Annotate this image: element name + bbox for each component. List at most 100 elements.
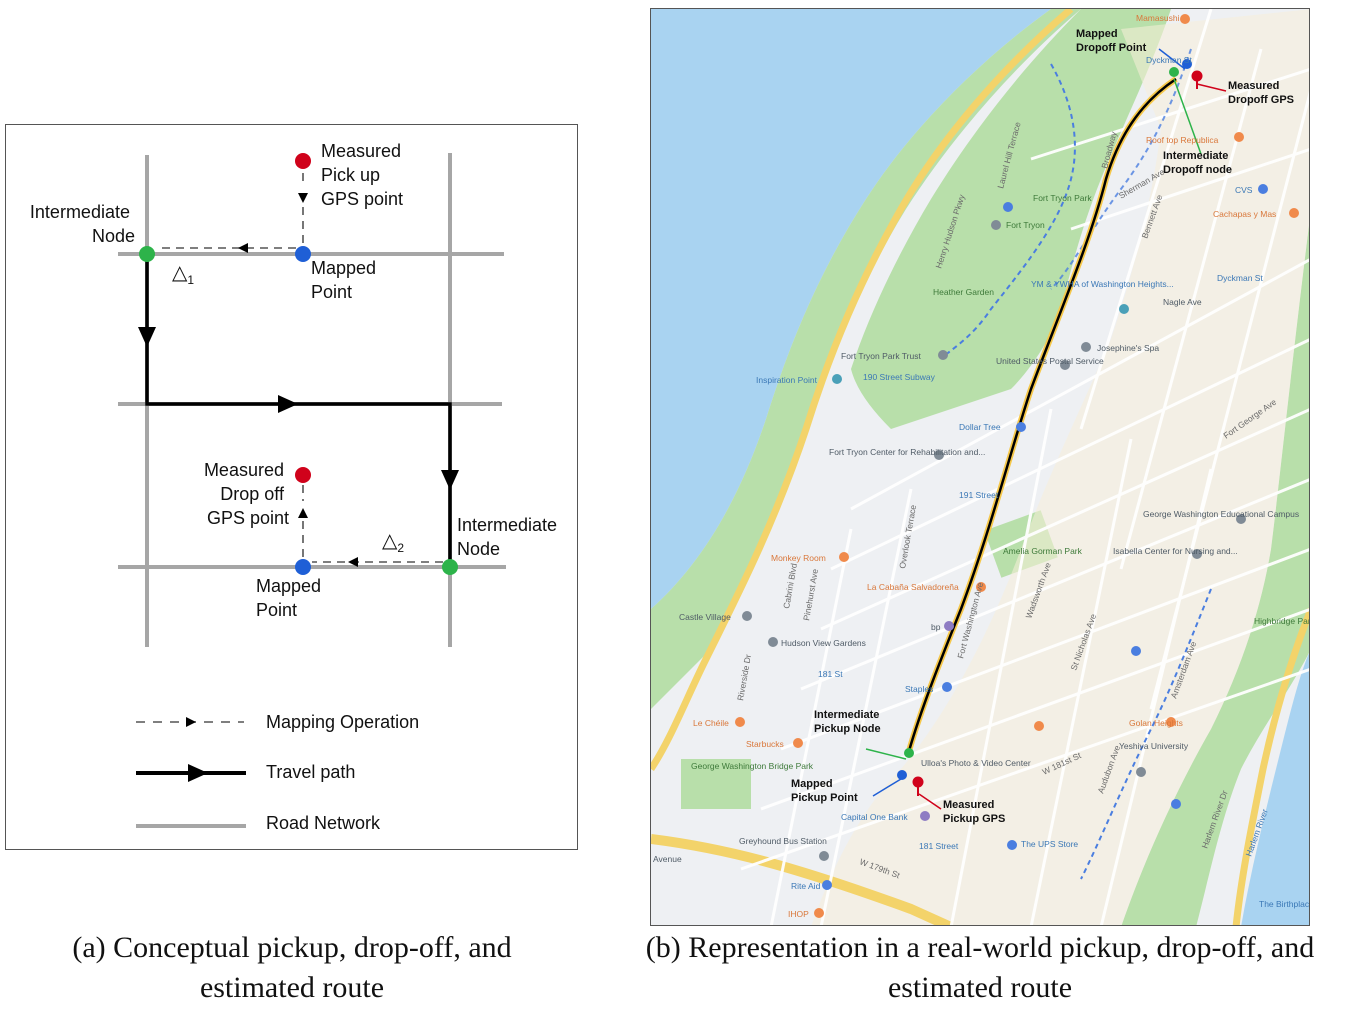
restaurant-icon: [839, 552, 849, 562]
gw-bridge-park: [681, 759, 751, 809]
intermediate-pickup-annotation: Intermediate Pickup Node: [814, 709, 882, 735]
mapping-arrowhead-pickup-left: [238, 243, 248, 253]
caption-b-line-2: estimated route: [887, 971, 1073, 1004]
mapped-dropoff-annotation: Mapped Dropoff Point: [1076, 28, 1147, 54]
shopping-icon: [1007, 840, 1017, 850]
mapping-operations: [158, 173, 443, 563]
route-annotations: Mapped Dropoff Point Measured Dropoff GP…: [791, 28, 1294, 825]
measured-dropoff-annotation: Measured Dropoff GPS: [1228, 80, 1294, 106]
place-label: 190 Street Subway: [863, 372, 936, 382]
place-label: 181 Street: [919, 841, 959, 851]
place-label: George Washington Educational Campus: [1143, 509, 1299, 519]
location-icon: [1119, 304, 1129, 314]
riverside-park-strip: [651, 9, 1081, 709]
place-label: Mamasushi: [1136, 13, 1180, 23]
fort-tryon-park: [851, 9, 1171, 429]
location-icon: [768, 637, 778, 647]
map-measured-pickup-pin: [912, 776, 924, 796]
intermediate-node-2-label: Intermediate Node: [457, 515, 562, 559]
highbridge-park: [1121, 225, 1309, 925]
legend-road-label: Road Network: [266, 813, 381, 833]
restaurant-icon: [1180, 14, 1190, 24]
poi-icons: [735, 14, 1299, 918]
mapped-pickup-point: [295, 246, 311, 262]
location-icon: [991, 220, 1001, 230]
restaurant-icon: [814, 908, 824, 918]
estimated-route: [907, 77, 1177, 752]
legend: Mapping Operation Travel path Road Netwo…: [136, 712, 419, 833]
place-label: Cachapas y Mas: [1213, 209, 1276, 219]
mapping-arrowhead-dropoff-up: [298, 508, 308, 518]
map-svg: Mamasushi Dyckman St Roof top Republica …: [651, 9, 1310, 925]
legend-travel-label: Travel path: [266, 762, 355, 782]
intermediate-node-1-label: Intermediate Node: [30, 202, 135, 246]
place-label: IHOP: [788, 909, 809, 919]
place-label: Dollar Tree: [959, 422, 1001, 432]
place-label: Amelia Gorman Park: [1003, 546, 1083, 556]
place-label: Yeshiva University: [1119, 741, 1189, 751]
gas-icon: [944, 621, 954, 631]
place-label: Le Chéile: [693, 718, 729, 728]
place-label: Fort Tryon Center for Rehabilitation and…: [829, 447, 985, 457]
legend-travel-arrow: [188, 764, 208, 782]
transit-icon: [1131, 646, 1141, 656]
place-label: Ulloa's Photo & Video Center: [921, 758, 1031, 768]
location-icon: [1236, 514, 1246, 524]
park-icon: [1003, 202, 1013, 212]
caption-a-line-1: (a) Conceptual pickup, drop-off, and: [72, 931, 512, 964]
place-label: Fort Tryon Park: [1033, 193, 1092, 203]
restaurant-icon: [1034, 721, 1044, 731]
place-label: Isabella Center for Nursing and...: [1113, 546, 1238, 556]
restaurant-icon: [735, 717, 745, 727]
mapped-pickup-annotation: Mapped Pickup Point: [791, 778, 858, 804]
place-label: Castle Village: [679, 612, 731, 622]
location-icon: [1136, 767, 1146, 777]
place-label: Inspiration Point: [756, 375, 818, 385]
place-label: Fort Tryon: [1006, 220, 1045, 230]
location-icon: [1081, 342, 1091, 352]
bank-icon: [920, 811, 930, 821]
place-label: Starbucks: [746, 739, 784, 749]
place-label: La Cabaña Salvadoreña: [867, 582, 959, 592]
place-label: Roof top Republica: [1146, 135, 1219, 145]
restaurant-icon: [1234, 132, 1244, 142]
place-label: Avenue: [653, 854, 682, 864]
delta-1-label: △1: [172, 262, 194, 287]
map-intermediate-pickup-node: [904, 748, 914, 758]
travel-path: [145, 254, 452, 567]
place-label: Dyckman St: [1146, 55, 1192, 65]
place-label: Josephine's Spa: [1097, 343, 1159, 353]
place-label: YM & YWHA of Washington Heights...: [1031, 279, 1174, 289]
place-label: Heather Garden: [933, 287, 994, 297]
place-label: The UPS Store: [1021, 839, 1078, 849]
restaurant-icon: [1289, 208, 1299, 218]
place-label: George Washington Bridge Park: [691, 761, 814, 771]
location-icon: [819, 851, 829, 861]
measured-pickup-label: Measured Pick up GPS point: [321, 141, 406, 209]
walking-trail-3: [1080, 588, 1212, 880]
place-label: Dyckman St: [1217, 273, 1263, 283]
travel-arrowhead-down-right: [441, 470, 459, 490]
shopping-icon: [1016, 422, 1026, 432]
shopping-icon: [942, 682, 952, 692]
harlem-river: [1241, 653, 1309, 925]
mapped-dropoff-point: [295, 559, 311, 575]
walking-trail-2: [1050, 48, 1192, 290]
mapped-point-2-label: Mapped Point: [256, 576, 326, 620]
map-mapped-dropoff-point: [1182, 59, 1192, 69]
henry-hudson-pkwy: [651, 9, 1074, 771]
travel-arrowhead-right: [278, 395, 298, 413]
conceptual-diagram-svg: Measured Pick up GPS point Intermediate …: [30, 141, 562, 833]
place-label: bp: [931, 622, 941, 632]
location-icon: [938, 350, 948, 360]
place-label: United States Postal Service: [996, 356, 1104, 366]
measured-pickup-annotation: Measured Pickup GPS: [943, 799, 1005, 825]
restaurant-icon: [793, 738, 803, 748]
legend-mapping-label: Mapping Operation: [266, 712, 419, 732]
hudson-river: [651, 9, 1051, 609]
place-label: Highbridge Park: [1254, 616, 1310, 626]
legend-mapping-arrow: [186, 717, 196, 727]
residential-zone: [811, 9, 1309, 925]
place-label: Golan Heights: [1129, 718, 1183, 728]
cross-bronx-approach: [651, 834, 954, 925]
